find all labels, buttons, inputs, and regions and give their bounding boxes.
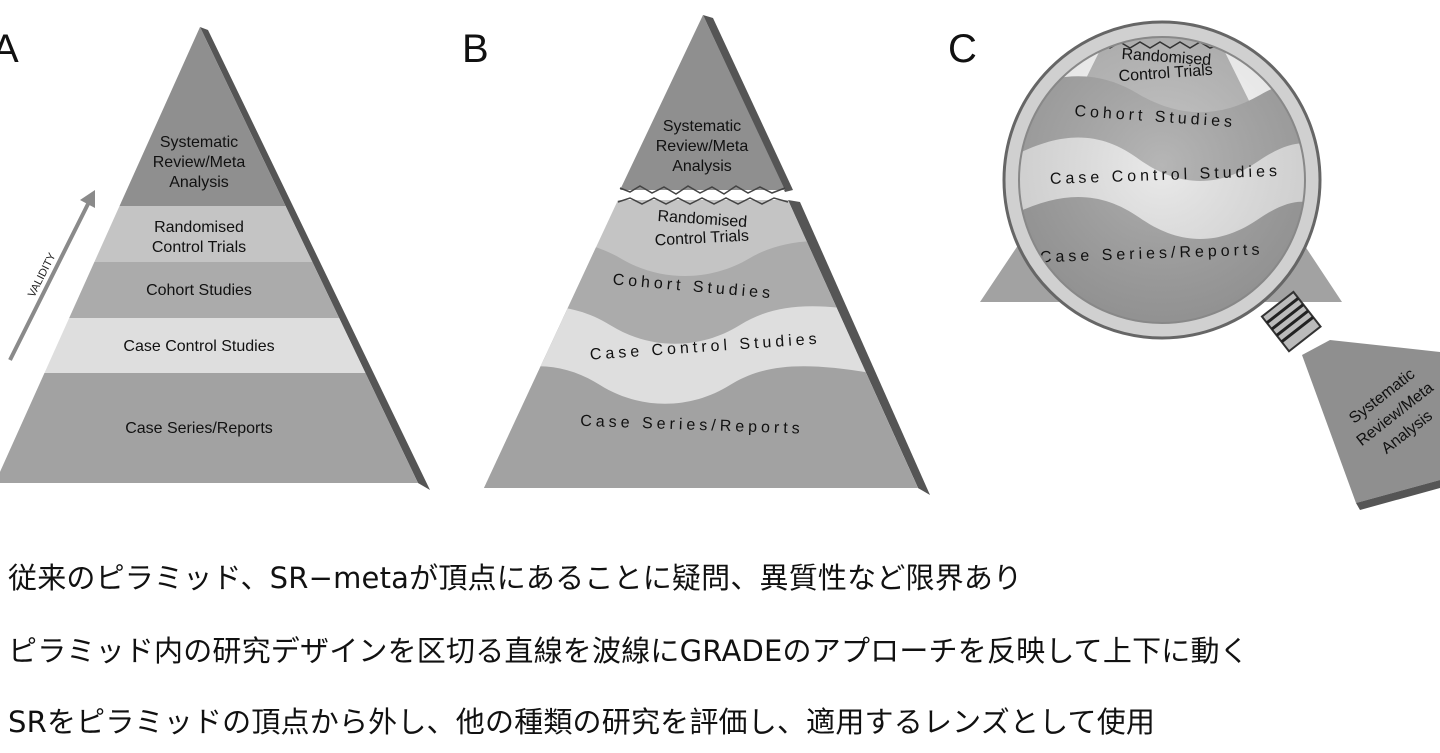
- lens-interior: [1014, 32, 1310, 328]
- panel-a-letter: A: [0, 27, 19, 71]
- c-label-randomised: Randomised: [1121, 46, 1212, 69]
- validity-arrowhead: [80, 190, 95, 208]
- break-line-bottom: [617, 197, 789, 205]
- caption-line-2: ピラミッド内の研究デザインを区切る直線を波線にGRADEのアプローチを反映して上…: [8, 634, 1249, 668]
- lens-rim-outer: [1002, 20, 1322, 340]
- panel-c: C Randomised Control Trials Cohort Studi…: [948, 20, 1440, 510]
- lens-rim-inner: [1018, 36, 1306, 324]
- b-tier-case-series: [484, 366, 918, 488]
- tier-label-case-control: Case Control Studies: [123, 338, 274, 355]
- panel-b: B Systematic Review/Meta Analysis Random…: [462, 15, 930, 495]
- pyramid-b-bottom-shadow: [788, 200, 930, 495]
- break-line-top: [619, 185, 786, 195]
- tier-label-cohort: Cohort Studies: [146, 282, 252, 299]
- panel-a: A Systematic Review/Meta Analysis Random…: [0, 27, 430, 490]
- tier-case-series: [0, 373, 418, 483]
- panel-b-letter: B: [462, 27, 489, 71]
- caption-line-1: 従来のピラミッド、SR−metaが頂点にあることに疑問、異質性など限界あり: [8, 561, 1023, 595]
- tier-label-analysis: Analysis: [169, 174, 229, 191]
- b-label-randomised: Randomised: [657, 208, 748, 231]
- tier-label-control-trials: Control Trials: [152, 239, 246, 256]
- pyramid-b-top-shadow: [703, 15, 793, 192]
- pyramid-b-top: [620, 15, 785, 190]
- panel-c-letter: C: [948, 27, 977, 71]
- b-label-control-trials: Control Trials: [654, 228, 749, 250]
- tier-label-systematic: Systematic: [160, 134, 238, 151]
- lens-connector: [1260, 290, 1322, 353]
- b-label-systematic: Systematic: [663, 118, 741, 135]
- b-label-analysis: Analysis: [672, 158, 732, 175]
- tier-label-randomised: Randomised: [154, 219, 244, 236]
- caption-line-3: SRをピラミッドの頂点から外し、他の種類の研究を評価し、適用するレンズとして使用: [8, 705, 1156, 739]
- tier-label-case-series: Case Series/Reports: [125, 420, 273, 437]
- pyramid-a-shadow: [200, 27, 430, 490]
- c-label-control-trials: Control Trials: [1118, 62, 1213, 86]
- b-label-review-meta: Review/Meta: [656, 138, 749, 155]
- lens-handle-shadow: [1356, 480, 1440, 510]
- lens-handle-systematic-review: [1302, 340, 1440, 503]
- validity-arrow: [8, 199, 92, 361]
- lens-rim: [1005, 23, 1319, 337]
- tier-label-review-meta: Review/Meta: [153, 154, 246, 171]
